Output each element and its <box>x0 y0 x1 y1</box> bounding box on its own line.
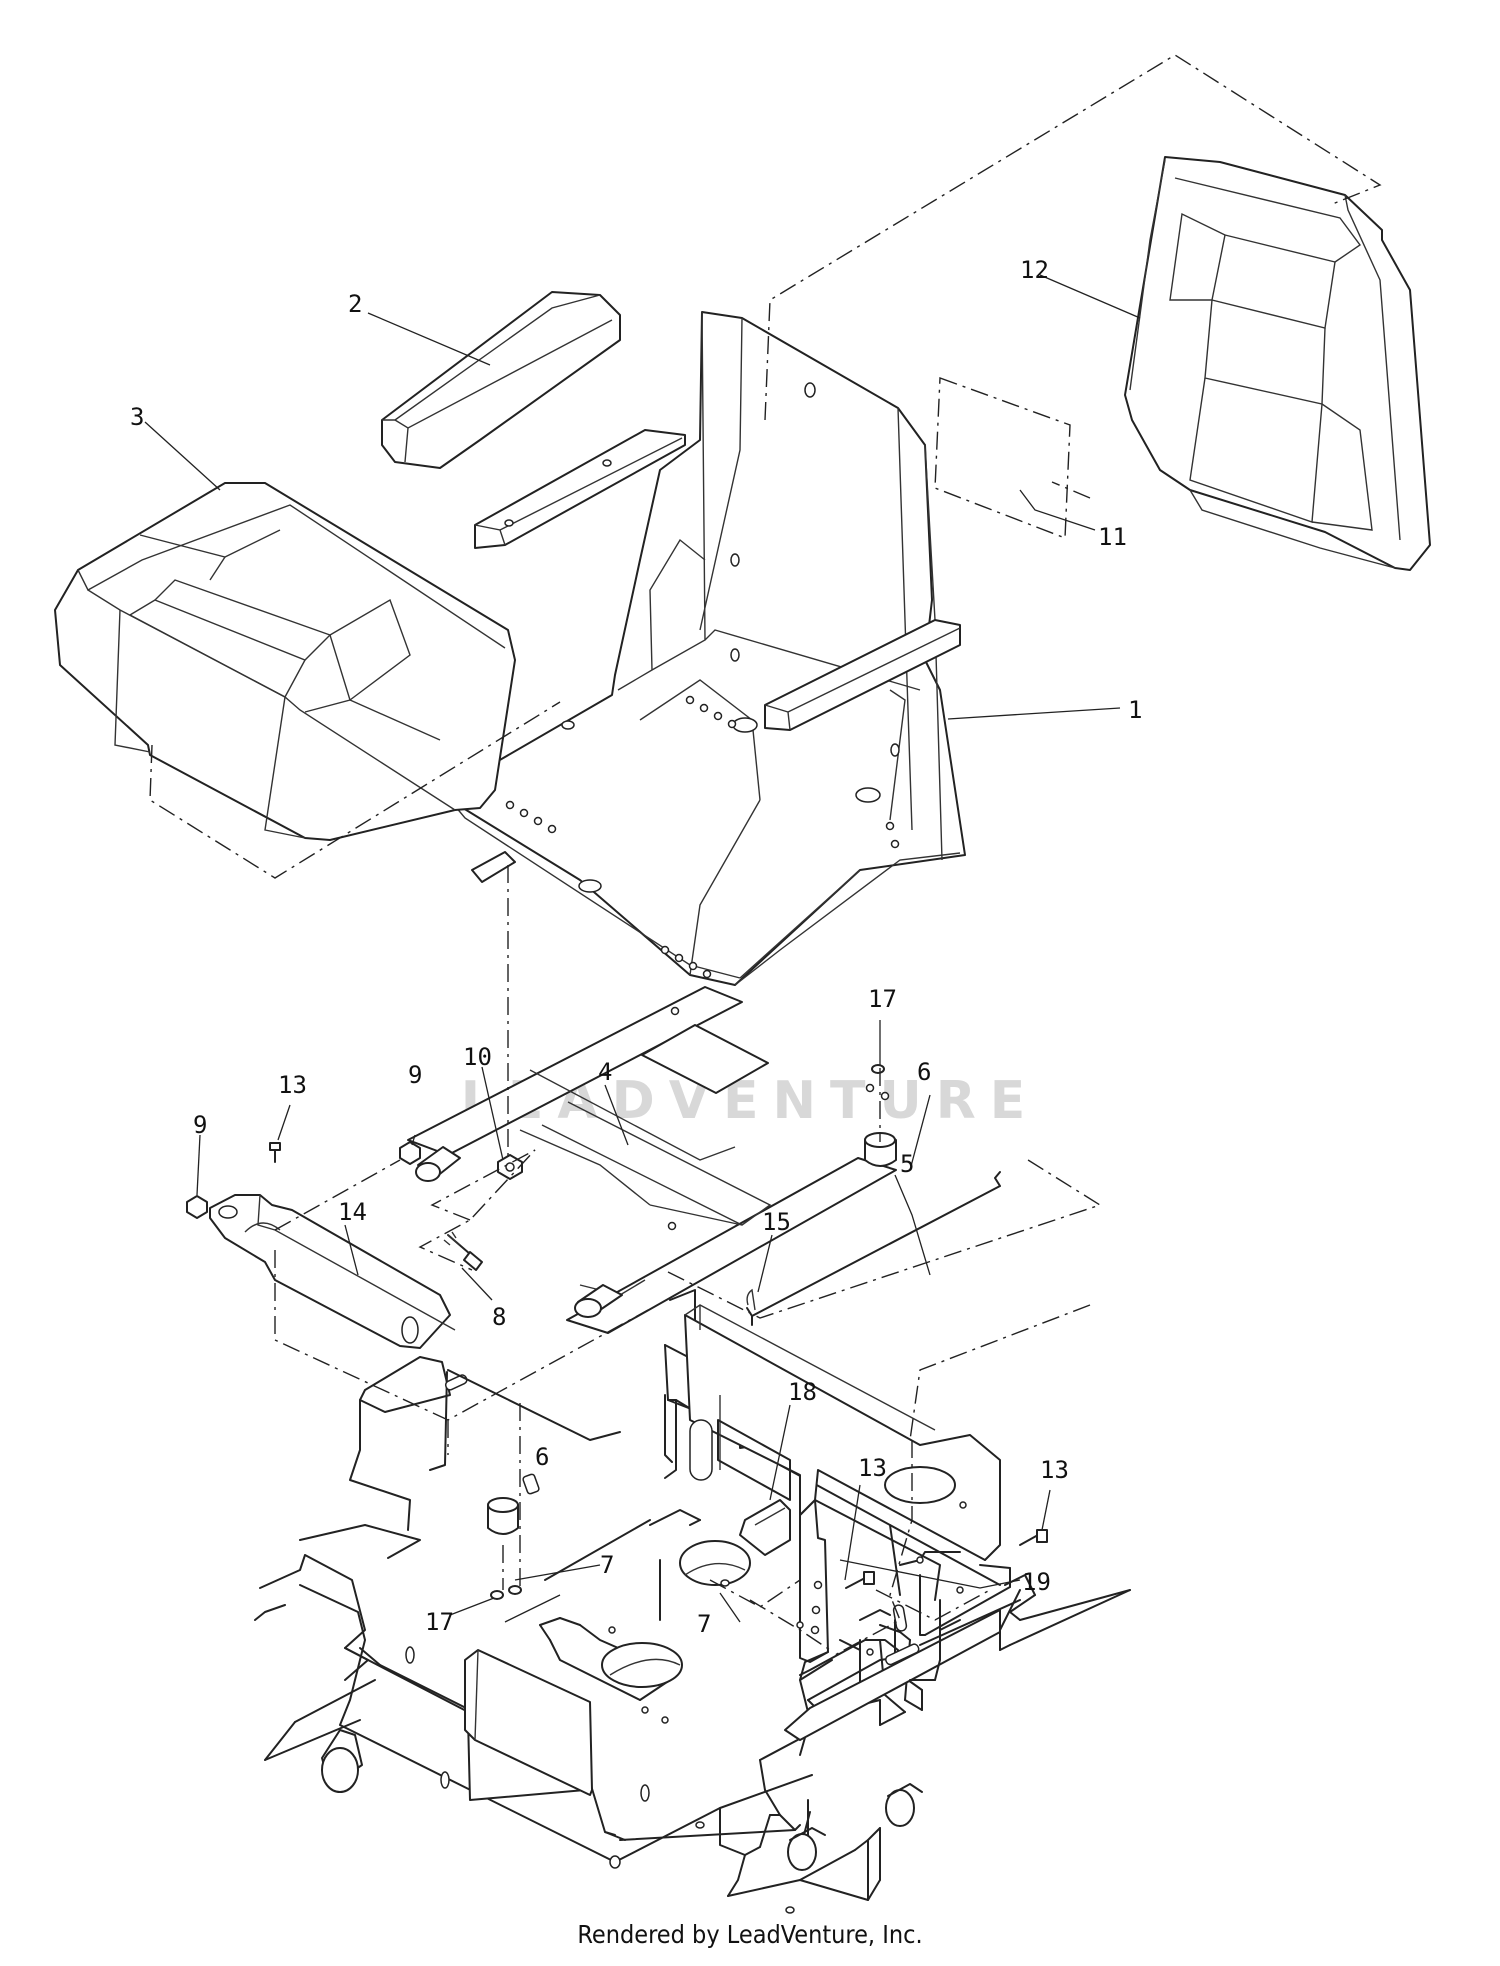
seat-cushion <box>54 482 516 841</box>
callout-17b: 17 <box>425 1608 454 1636</box>
switch-bracket <box>739 1499 829 1663</box>
chassis-frame <box>254 1289 1131 1914</box>
leader-lines <box>144 274 1141 1623</box>
callout-1: 1 <box>1128 696 1142 724</box>
callout-17a: 17 <box>868 985 897 1013</box>
callout-2: 2 <box>348 290 362 318</box>
callout-7a: 7 <box>600 1551 614 1579</box>
callout-19: 19 <box>1022 1568 1051 1596</box>
callout-labels: 1 2 3 4 5 6 6 7 7 8 9 9 10 11 12 13 13 1… <box>130 256 1142 1638</box>
hardware <box>186 1064 1048 1600</box>
callout-11: 11 <box>1098 523 1127 551</box>
callout-18: 18 <box>788 1378 817 1406</box>
callout-14: 14 <box>338 1198 367 1226</box>
callout-13b: 13 <box>858 1454 887 1482</box>
callout-8: 8 <box>492 1303 506 1331</box>
phantom-lines <box>149 54 1382 1656</box>
callout-7b: 7 <box>697 1610 711 1638</box>
back-label-panel <box>934 377 1071 540</box>
callout-9a: 9 <box>193 1111 207 1139</box>
callout-9b: 9 <box>408 1061 422 1089</box>
seat-frame <box>407 986 897 1334</box>
callout-3: 3 <box>130 403 144 431</box>
render-credit: Rendered by LeadVenture, Inc. <box>577 1920 923 1949</box>
back-cushion <box>1124 156 1431 571</box>
callout-13c: 13 <box>1040 1456 1069 1484</box>
pivot-bracket <box>209 1194 456 1349</box>
callout-4: 4 <box>598 1058 612 1086</box>
callout-6b: 6 <box>535 1443 549 1471</box>
callout-5: 5 <box>900 1150 914 1178</box>
callout-12: 12 <box>1020 256 1049 284</box>
callout-13a: 13 <box>278 1071 307 1099</box>
arm-pad <box>381 291 621 527</box>
callout-15: 15 <box>762 1208 791 1236</box>
seat-pan <box>447 311 966 986</box>
callout-10: 10 <box>463 1043 492 1071</box>
callout-6a: 6 <box>917 1058 931 1086</box>
